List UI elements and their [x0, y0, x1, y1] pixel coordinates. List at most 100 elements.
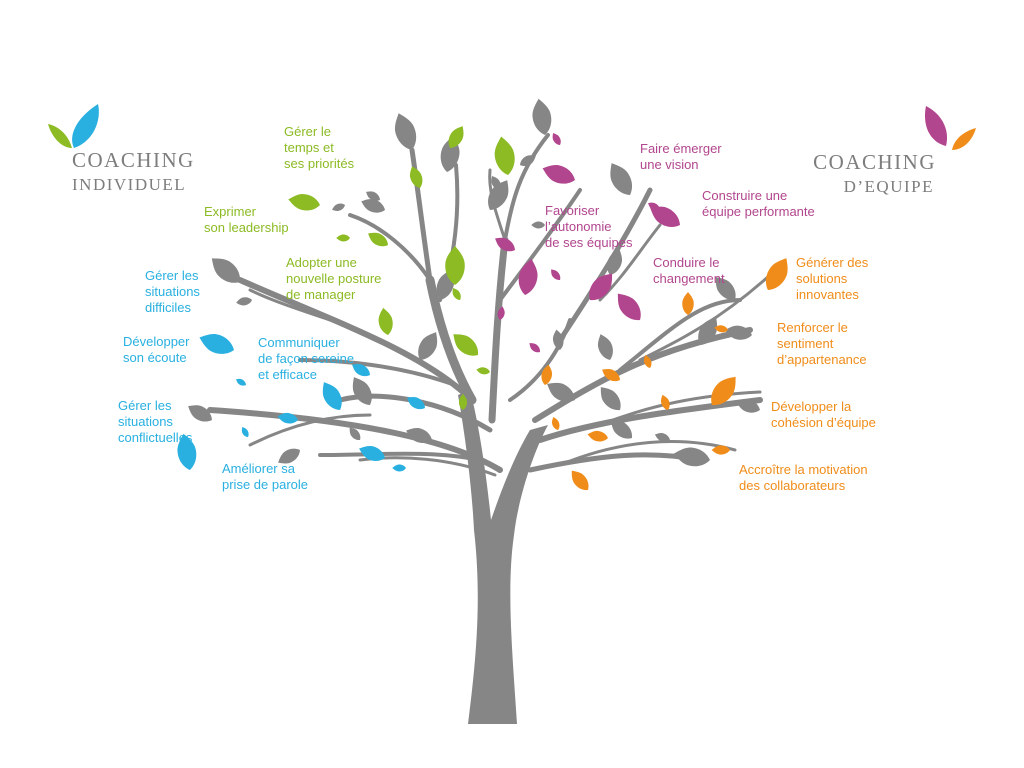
tree-branch	[598, 390, 762, 427]
label-line: nouvelle posture	[286, 271, 382, 286]
label-line: équipe performante	[702, 204, 815, 219]
team-leaves-logo	[924, 106, 976, 150]
gray-leaf-icon	[330, 201, 347, 213]
orange-leaf-icon	[952, 128, 976, 150]
tree-branch	[409, 147, 433, 283]
gray-leaf-icon	[672, 444, 712, 470]
label-conflict-situations: Gérer les situations conflictuelles	[118, 398, 192, 446]
tree-branch	[488, 236, 509, 424]
label-line: cohésion d’équipe	[771, 415, 876, 430]
label-line: innovantes	[796, 287, 859, 302]
tree-branch	[318, 451, 482, 462]
label-line: Favoriser	[545, 203, 600, 218]
label-line: Gérer les	[118, 398, 172, 413]
label-line: solutions	[796, 271, 848, 286]
blue-leaf-icon	[392, 464, 406, 472]
tree-branch	[532, 327, 753, 423]
label-difficult-situations: Gérer les situations difficiles	[145, 268, 200, 316]
tree-branch	[248, 288, 332, 322]
label-line: Générer des	[796, 255, 869, 270]
label-motivation: Accroître la motivation des collaborateu…	[739, 462, 868, 494]
label-line: d’appartenance	[777, 352, 867, 367]
orange-leaf-icon	[760, 253, 795, 295]
magenta-leaf-icon	[515, 257, 541, 297]
orange-leaf-icon	[586, 429, 609, 444]
label-line: Développer	[123, 334, 190, 349]
gray-leaf-icon	[529, 97, 555, 137]
label-line: Développer la	[771, 399, 852, 414]
green-leaf-icon	[475, 366, 491, 376]
label-line: Gérer les	[145, 268, 199, 283]
gray-leaf-icon	[723, 323, 754, 342]
label-line: des collaborateurs	[739, 478, 846, 493]
green-leaf-icon	[365, 228, 391, 250]
blue-leaf-icon	[72, 104, 99, 148]
gray-leaf-icon	[603, 158, 638, 200]
tree-branch	[425, 275, 477, 405]
blue-leaf-icon	[239, 425, 251, 439]
green-leaf-icon	[491, 134, 518, 177]
individual-title-line1: COACHING	[72, 148, 195, 172]
tree-branch	[618, 298, 742, 372]
orange-leaf-icon	[550, 415, 562, 432]
label-listening: Développer son écoute	[123, 334, 190, 366]
label-line: Adopter une	[286, 255, 357, 270]
blue-leaf-icon	[234, 376, 248, 388]
tree-trunk	[458, 390, 548, 724]
tree-branch	[298, 358, 457, 387]
green-leaf-icon	[286, 191, 322, 213]
label-new-posture: Adopter une nouvelle posture de manager	[286, 255, 381, 303]
label-leadership: Exprimer son leadership	[204, 204, 289, 236]
magenta-leaf-icon	[924, 106, 948, 146]
label-line: une vision	[640, 157, 699, 172]
orange-leaf-icon	[566, 466, 593, 495]
tree-branch	[248, 413, 372, 447]
label-line: Améliorer sa	[222, 461, 295, 476]
tree-branch	[527, 452, 703, 473]
blue-leaf-icon	[316, 378, 347, 415]
blue-leaf-icon	[196, 328, 238, 359]
green-leaf-icon	[336, 234, 350, 242]
label-line: Conduire le	[653, 255, 720, 270]
label-line: Accroître la motivation	[739, 462, 868, 477]
label-line: de façon sereine	[258, 351, 355, 366]
label-line: Faire émerger	[640, 141, 722, 156]
label-line: difficiles	[145, 300, 192, 315]
label-vision: Faire émerger une vision	[640, 141, 722, 173]
magenta-leaf-icon	[539, 160, 578, 189]
tree-branch	[537, 397, 763, 443]
label-team-building: Construire une équipe performante	[702, 188, 815, 220]
tree-branch	[498, 188, 582, 302]
label-line: son écoute	[123, 350, 187, 365]
label-line: Exprimer	[204, 204, 257, 219]
gray-leaf-icon	[235, 296, 253, 307]
tree-branch	[503, 133, 550, 242]
tree-branch	[348, 213, 432, 282]
label-line: l’autonomie	[545, 219, 612, 234]
label-line: sentiment	[777, 336, 834, 351]
magenta-leaf-icon	[550, 131, 563, 147]
label-line: son leadership	[204, 220, 289, 235]
tree-branch	[638, 273, 772, 362]
team-title-line1: COACHING	[813, 150, 936, 174]
green-leaf-icon	[376, 306, 395, 337]
label-line: situations	[118, 414, 173, 429]
label-line: prise de parole	[222, 477, 308, 492]
gray-leaf-icon	[595, 382, 626, 415]
magenta-leaf-icon	[527, 340, 543, 355]
label-line: ses priorités	[284, 156, 355, 171]
label-change: Conduire le changement	[653, 255, 725, 287]
label-autonomy: Favoriser l’autonomie de ses équipes	[545, 203, 632, 251]
label-line: changement	[653, 271, 725, 286]
green-leaf-icon	[48, 124, 72, 148]
label-line: Construire une	[702, 188, 788, 203]
label-line: de ses équipes	[545, 235, 633, 250]
label-line: temps et	[284, 140, 334, 155]
label-line: Communiquer	[258, 335, 340, 350]
gray-leaf-icon	[594, 331, 617, 363]
orange-leaf-icon	[682, 292, 694, 315]
magenta-leaf-icon	[611, 288, 647, 326]
gray-leaf-icon	[389, 109, 422, 154]
magenta-leaf-icon	[548, 267, 563, 283]
